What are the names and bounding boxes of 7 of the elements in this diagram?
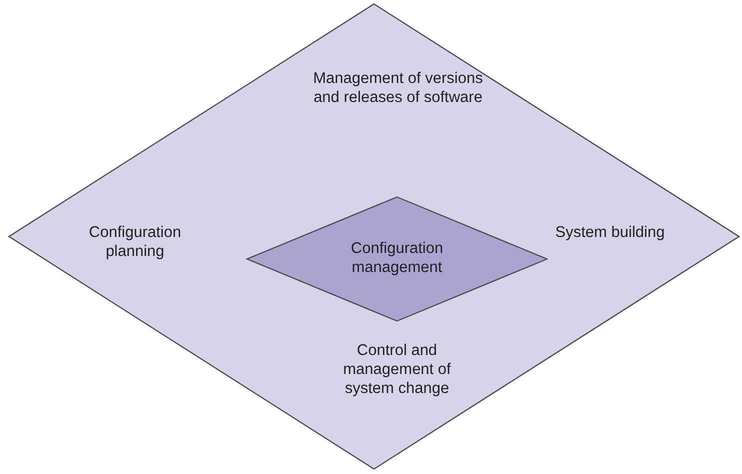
area-label: Control and management of system change [342, 341, 452, 398]
area-label: Management of versions and releases of software [312, 69, 484, 107]
outer-diamond [8, 3, 740, 470]
area-label: Configuration planning [88, 223, 182, 261]
center-label: Configuration management [350, 239, 444, 277]
center-diamond [246, 196, 548, 322]
area-label: System building [555, 223, 665, 242]
